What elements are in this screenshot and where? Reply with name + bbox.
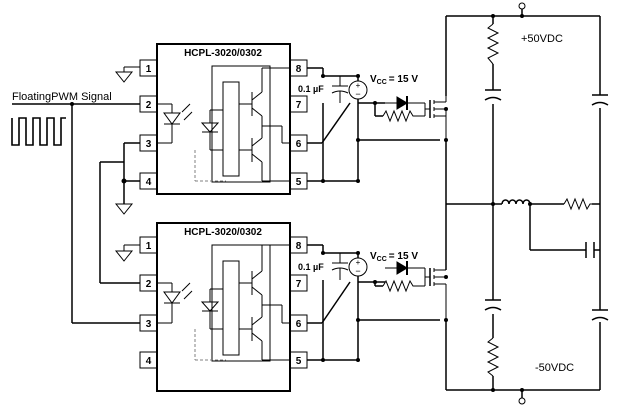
pin-number: 3 [146,139,152,150]
pin-4-box [139,351,158,369]
pin-number: 6 [296,139,302,150]
junction-dots [70,14,532,392]
junction-dot [121,178,127,184]
pin-number: 4 [146,177,152,188]
photodiode-icon [200,288,223,330]
pin-number: 8 [296,241,302,252]
pin-7-box [289,95,308,113]
inductor-icon [501,199,531,205]
driver-2-external-wiring [307,244,440,361]
bypass-cap-label: 0.1 µF [298,262,324,272]
ground-symbol-icon [114,203,134,215]
pin-number: 6 [296,319,302,330]
pin-number: 3 [146,319,152,330]
vcc-source-icon [348,253,368,282]
polarity-mark: + [356,81,361,90]
gate-driver-2-body [156,222,291,392]
bleeder-resistor-icon [486,23,500,65]
vcc-label: VCC= 15 V [370,251,418,263]
negative-rail-label: -50VDC [535,362,574,374]
pin-number: 4 [146,356,152,367]
pin-7-box [289,274,308,292]
load-capacitor-icon [585,242,595,258]
output-transistor-icon [251,244,290,361]
polarity-mark: + [356,258,361,267]
vcc-source-icon [348,76,368,103]
gate-driver-1-body [156,43,291,195]
pin-number: 2 [146,100,152,111]
ground-symbol-icon [114,244,140,262]
pin-number: 8 [296,64,302,75]
ground-symbol-icon [114,66,140,83]
driver-1-part-label: HCPL-3020/0302 [184,48,262,59]
photodiode-icon [200,109,223,151]
driver-interconnect-wire [99,142,140,284]
pin-number: 7 [296,279,302,290]
bypass-capacitor-icon [331,253,349,280]
zener-diode-icon [385,96,425,110]
polarity-mark: − [355,89,360,99]
load-resistor-icon [563,197,592,211]
driver-2-part-label: HCPL-3020/0302 [184,227,262,238]
gate-resistor-icon [382,109,425,123]
rail-terminal-negative [518,397,526,405]
mosfet-icon [424,96,447,140]
pin-number: 5 [296,356,302,367]
led-emitter-icon [157,282,193,324]
mosfet-icon [424,268,447,320]
input-signal-label: FloatingPWM Signal [12,91,112,103]
output-transistor-icon [251,67,290,182]
pin-number: 2 [146,279,152,290]
positive-rail-label: +50VDC [521,33,563,45]
pin-1-box [139,59,158,77]
pin-4-box [139,172,158,190]
gate-resistor-icon [382,279,425,293]
pin-number: 1 [146,64,152,75]
zener-diode-icon [385,261,425,275]
polarity-mark: − [355,266,360,276]
rail-terminal-positive [518,2,526,10]
bypass-capacitor-icon [331,76,349,103]
bypass-cap-label: 0.1 µF [298,84,324,94]
pin-number: 1 [146,241,152,252]
bus-capacitor-icon [484,89,502,101]
led-emitter-icon [157,103,193,144]
bus-capacitor-icon [484,299,502,311]
pin-1-box [139,236,158,254]
pwm-waveform-icon [11,117,66,146]
driver-amplifier-block [211,244,271,362]
bus-capacitor-icon [591,94,609,106]
pin-number: 5 [296,177,302,188]
pin-number: 7 [296,100,302,111]
driver-amplifier-block [211,65,271,183]
vcc-label: VCC= 15 V [370,74,418,86]
pwm-input-wire [12,103,140,324]
bleeder-resistor-icon [486,337,500,377]
bus-capacitor-icon [591,309,609,321]
